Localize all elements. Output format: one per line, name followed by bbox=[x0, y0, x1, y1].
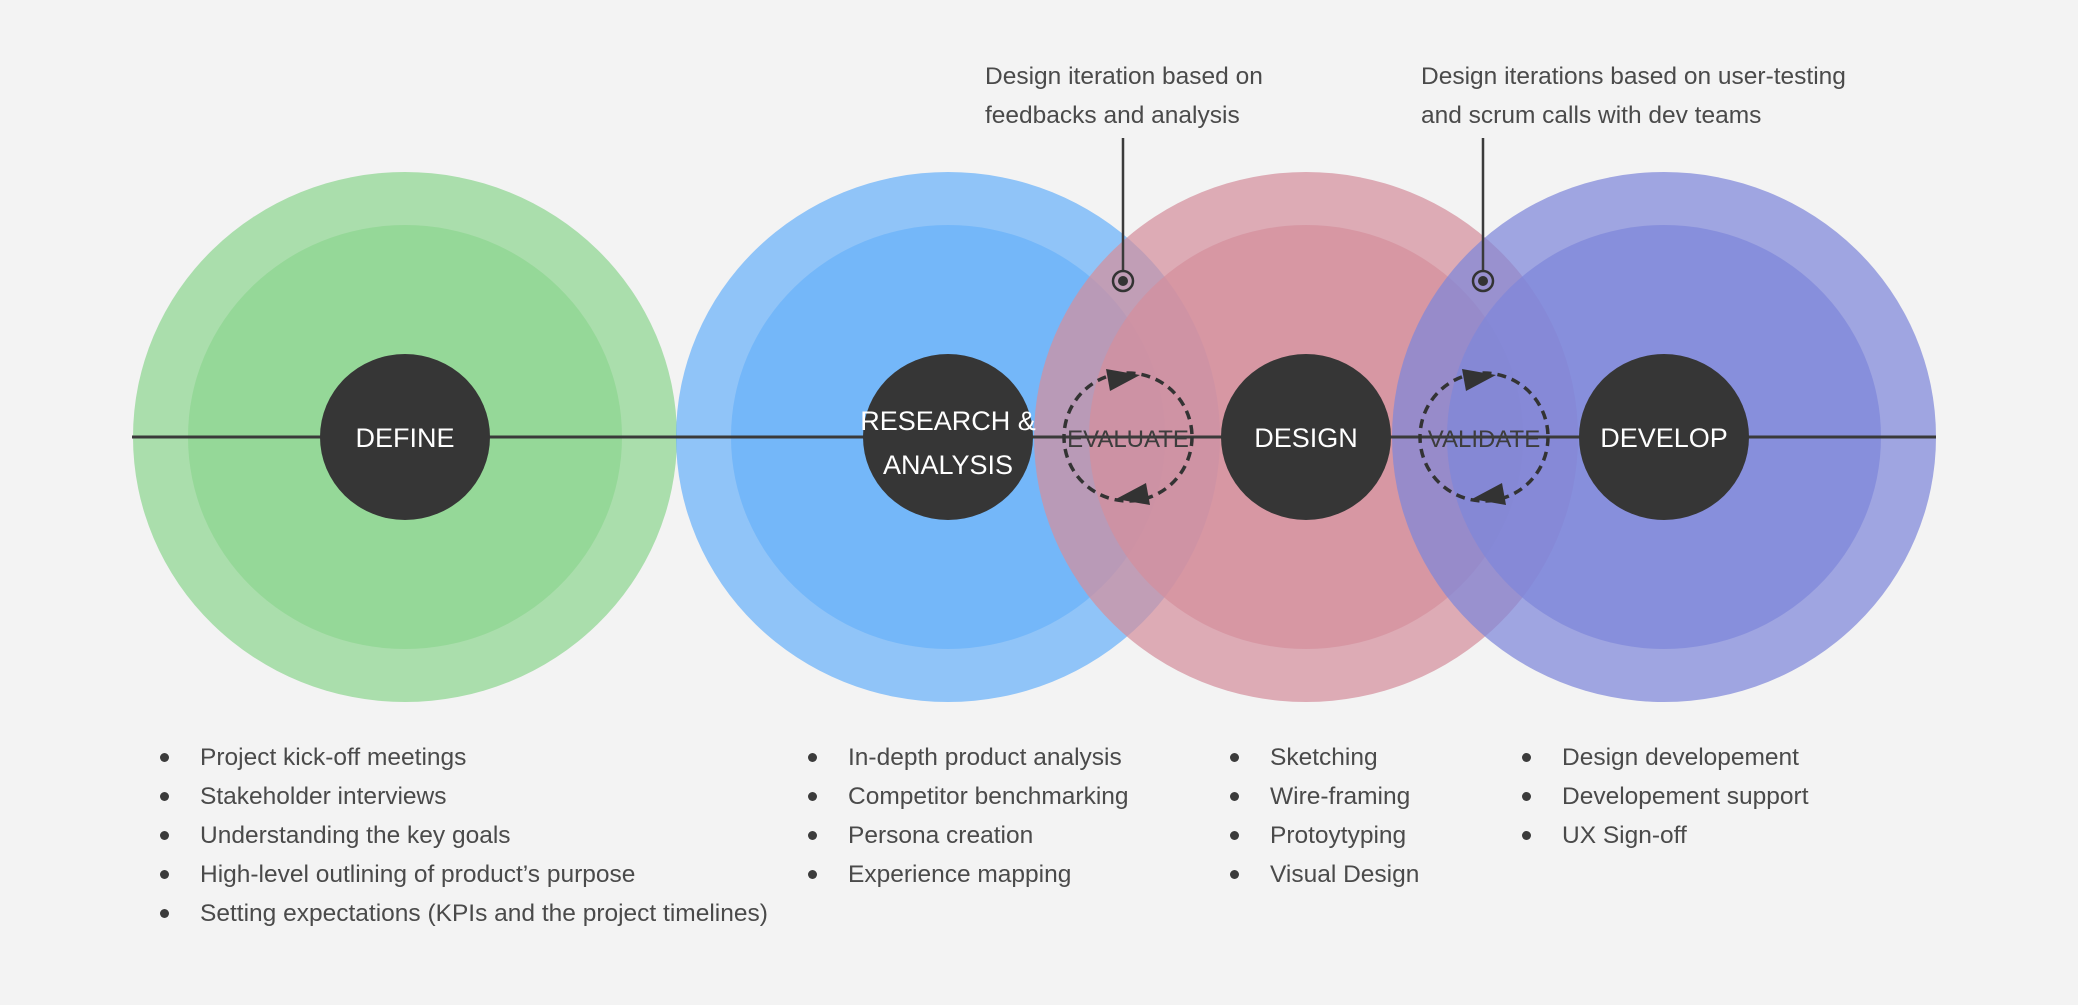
list-item: Understanding the key goals bbox=[160, 816, 768, 855]
list-item: Competitor benchmarking bbox=[808, 777, 1129, 816]
list-item: Protoytyping bbox=[1229, 816, 1419, 855]
list-item: Design developement bbox=[1522, 738, 1809, 777]
list-item: Developement support bbox=[1522, 777, 1809, 816]
list-item: In-depth product analysis bbox=[808, 738, 1129, 777]
validate-annotation: Design iterations based on user-testing … bbox=[1421, 57, 1846, 135]
list-item: Project kick-off meetings bbox=[160, 738, 768, 777]
evaluate-annotation-line2: feedbacks and analysis bbox=[985, 102, 1240, 129]
validate-callout-pin bbox=[1471, 138, 1495, 293]
list-item: Setting expectations (KPIs and the proje… bbox=[160, 894, 768, 933]
evaluate-callout-pin bbox=[1111, 138, 1135, 293]
validate-cycle-arrows-icon bbox=[1418, 369, 1550, 505]
list-item: UX Sign-off bbox=[1522, 816, 1809, 855]
research-node: RESEARCH & ANALYSIS bbox=[860, 354, 1036, 520]
validate-annotation-line2: and scrum calls with dev teams bbox=[1421, 102, 1762, 129]
design-list: Sketching Wire-framing Protoytyping Visu… bbox=[1229, 738, 1419, 894]
validate-label: VALIDATE bbox=[1428, 426, 1540, 453]
research-label-line1: RESEARCH & bbox=[860, 406, 1036, 436]
research-label-line2: ANALYSIS bbox=[883, 450, 1013, 480]
list-item: Wire-framing bbox=[1229, 777, 1419, 816]
define-node: DEFINE bbox=[320, 354, 490, 520]
list-item: Experience mapping bbox=[808, 855, 1129, 894]
evaluate-cycle-arrows-icon bbox=[1062, 369, 1194, 505]
design-node: DESIGN bbox=[1221, 354, 1391, 520]
validate-annotation-line1: Design iterations based on user-testing bbox=[1421, 63, 1846, 90]
develop-list: Design developement Developement support… bbox=[1522, 738, 1809, 855]
design-label: DESIGN bbox=[1254, 423, 1358, 453]
list-item: Visual Design bbox=[1229, 855, 1419, 894]
develop-node: DEVELOP bbox=[1579, 354, 1749, 520]
list-item: Sketching bbox=[1229, 738, 1419, 777]
define-list: Project kick-off meetings Stakeholder in… bbox=[160, 738, 768, 933]
evaluate-annotation-line1: Design iteration based on bbox=[985, 63, 1263, 90]
evaluate-annotation: Design iteration based on feedbacks and … bbox=[985, 57, 1263, 135]
define-label: DEFINE bbox=[355, 423, 454, 453]
develop-label: DEVELOP bbox=[1600, 423, 1728, 453]
research-list: In-depth product analysis Competitor ben… bbox=[808, 738, 1129, 894]
list-item: Stakeholder interviews bbox=[160, 777, 768, 816]
list-item: High-level outlining of product’s purpos… bbox=[160, 855, 768, 894]
list-item: Persona creation bbox=[808, 816, 1129, 855]
evaluate-label: EVALUATE bbox=[1067, 426, 1189, 453]
